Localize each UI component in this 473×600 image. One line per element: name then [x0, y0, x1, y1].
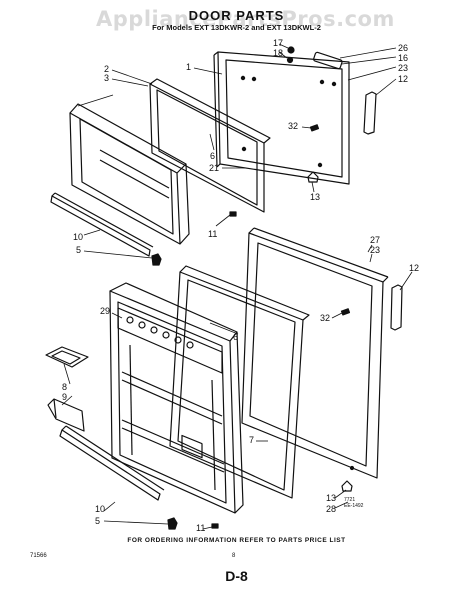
callout-13: 13	[310, 192, 321, 202]
callout-5: 5	[76, 245, 82, 255]
callout-32: 32	[288, 121, 299, 131]
callout-10: 10	[73, 232, 84, 242]
drawing-stamp: 7721 EE-1492	[344, 497, 363, 509]
callout-23: 23	[398, 63, 409, 73]
freezer-door-liner	[69, 103, 190, 245]
fresh-food-outer-door-panel	[241, 227, 389, 479]
watermark: AppliancePartsPros.com	[96, 7, 395, 31]
callout-21: 21	[209, 163, 220, 173]
fresh-food-door-liner	[109, 282, 244, 514]
callout-3: 3	[104, 73, 110, 83]
callout-10-lower: 10	[95, 504, 106, 514]
callout-17: 17	[273, 38, 284, 48]
callout-13-lower: 13	[326, 493, 337, 503]
callout-6-lower: 6	[233, 332, 239, 342]
document-code: 71566	[30, 553, 47, 559]
callout-23-lower: 23	[370, 245, 381, 255]
stamp-line-2: EE-1492	[344, 503, 364, 509]
callout-32-lower: 32	[320, 313, 331, 323]
callout-1: 1	[186, 62, 192, 72]
callout-28: 28	[326, 504, 337, 514]
callout-27: 27	[370, 235, 381, 245]
callout-7: 7	[249, 435, 255, 445]
callout-16: 16	[398, 53, 409, 63]
page-label: D-8	[225, 568, 248, 584]
freezer-door-gasket	[149, 78, 271, 213]
freezer-small-parts	[151, 46, 377, 266]
callout-6: 6	[210, 151, 216, 161]
callout-11-lower: 11	[196, 523, 206, 533]
callout-9: 9	[62, 392, 68, 402]
callout-12-lower: 12	[409, 263, 420, 273]
callout-29: 29	[100, 306, 111, 316]
callout-18: 18	[273, 48, 284, 58]
fresh-food-door-gasket	[169, 265, 310, 499]
diagram-title: DOOR PARTS	[188, 8, 285, 23]
callout-2: 2	[104, 64, 110, 74]
ordering-note: FOR ORDERING INFORMATION REFER TO PARTS …	[127, 537, 346, 544]
callout-5-lower: 5	[95, 516, 101, 526]
stamp-line-1: 7721	[344, 497, 356, 503]
dairy-compartment-parts	[45, 346, 89, 432]
callout-11: 11	[208, 229, 218, 239]
fresh-food-small-parts	[167, 284, 403, 530]
leader-lines	[61, 43, 413, 530]
freezer-outer-door-panel	[213, 51, 350, 185]
callout-26: 26	[398, 43, 409, 53]
small-number: 8	[232, 553, 236, 559]
diagram-subtitle: For Models EXT 13DKWR-2 and EXT 13DKWL-2	[152, 23, 321, 32]
callout-12: 12	[398, 74, 409, 84]
fresh-food-shelf-bar	[59, 425, 165, 501]
callout-8: 8	[62, 382, 68, 392]
freezer-shelf-bar	[50, 192, 154, 257]
